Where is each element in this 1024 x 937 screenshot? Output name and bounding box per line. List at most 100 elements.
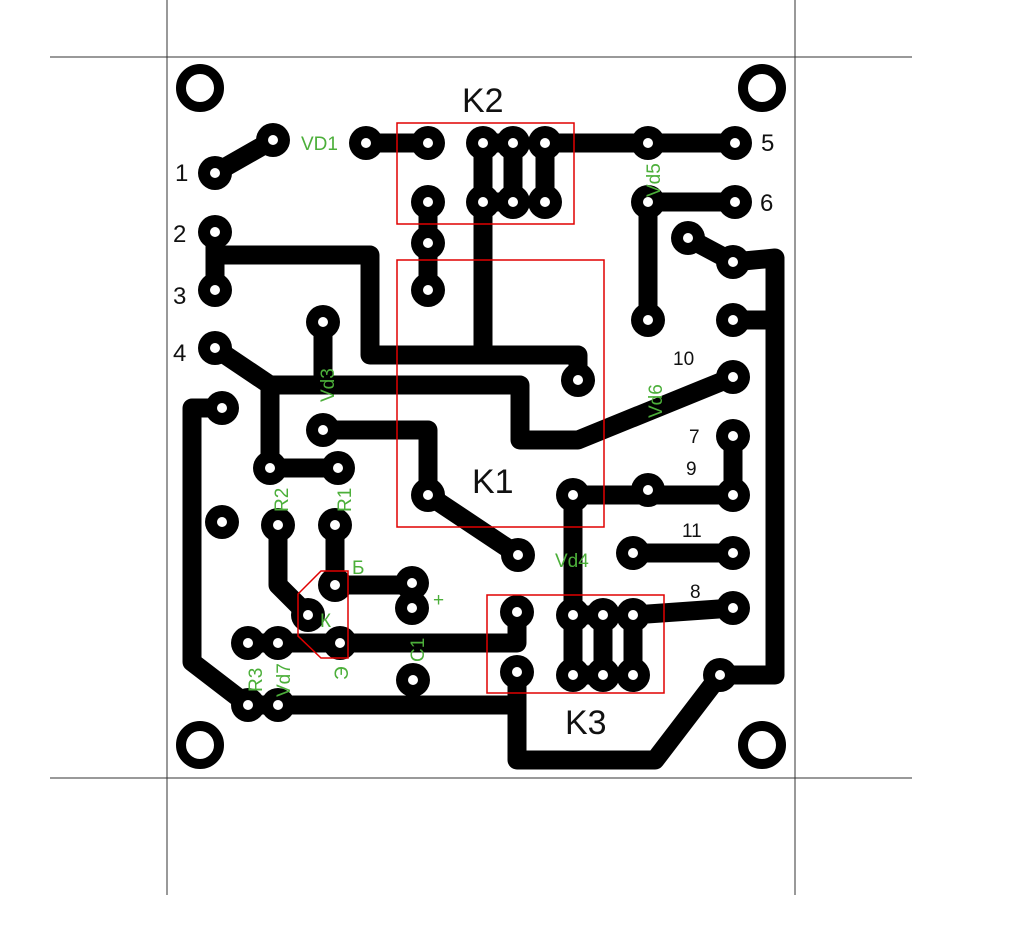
drill-hole [243,700,253,710]
pad [395,591,429,625]
pad [716,245,750,279]
drill-hole [512,667,522,677]
pad [496,185,530,219]
drill-hole [508,138,518,148]
relay-k3-outline [486,594,665,694]
pad [205,391,239,425]
drill-hole [407,603,417,613]
pad [556,598,590,632]
drill-hole [318,317,328,327]
drill-hole [210,343,220,353]
pad [253,451,287,485]
pad [198,156,232,190]
pin-label-6: 6 [760,190,773,217]
pad [500,655,534,689]
pad [716,536,750,570]
pad [500,595,534,629]
pad [231,688,265,722]
pad [261,688,295,722]
pad [716,360,750,394]
pad [716,303,750,337]
pad [631,473,665,507]
pad [528,126,562,160]
pad [718,185,752,219]
pin-label-4: 4 [173,340,186,367]
pad [321,451,355,485]
ref-r3: R3 [246,668,267,692]
pad [631,185,665,219]
relay-k1-outline [396,259,605,528]
pad [396,663,430,697]
pad [256,123,290,157]
pad [716,591,750,625]
pad [616,536,650,570]
ref-c1: C1 [408,638,429,662]
ref-r1: R1 [335,488,356,512]
pads [198,123,752,722]
drill-hole [423,197,433,207]
transistor-outline [297,570,349,659]
drill-hole [728,431,738,441]
mounting-holes [176,64,786,769]
drill-hole [643,315,653,325]
pad [716,419,750,453]
pad [261,508,295,542]
mounting-hole [176,64,224,112]
ref-emitter: Э [332,666,353,680]
pad [198,215,232,249]
mounting-hole [738,64,786,112]
pad [496,126,530,160]
drill-hole [728,490,738,500]
drill-hole [512,607,522,617]
drill-hole [423,238,433,248]
pin-label-5: 5 [761,130,774,157]
ref-vd6: Vd6 [646,384,667,418]
drill-hole [728,603,738,613]
pad [411,226,445,260]
drill-hole [643,485,653,495]
pad [411,185,445,219]
drill-hole [318,425,328,435]
drill-hole [303,610,313,620]
pad [631,126,665,160]
drill-hole [330,520,340,530]
pin-label-8: 8 [690,582,701,603]
drill-hole [273,700,283,710]
pad [528,185,562,219]
pad [318,568,352,602]
drill-hole [268,135,278,145]
relay-k1-label: K1 [472,463,514,501]
pad [561,363,595,397]
drill-hole [728,257,738,267]
drill-hole [407,578,417,588]
drill-hole [333,463,343,473]
pad [671,221,705,255]
drill-hole [540,197,550,207]
pad [205,505,239,539]
pad [718,126,752,160]
pin-label-9: 9 [686,459,697,480]
drill-hole [683,233,693,243]
drill-hole [628,548,638,558]
pad [703,658,737,692]
drill-hole [730,138,740,148]
pad [501,538,535,572]
drill-hole [573,375,583,385]
drill-hole [643,197,653,207]
pad [198,331,232,365]
pad [556,478,590,512]
relay-k3-label: K3 [565,704,607,742]
pin-label-7: 7 [689,427,700,448]
drill-hole [478,138,488,148]
drill-hole [628,610,638,620]
drill-hole [598,610,608,620]
drill-hole [361,138,371,148]
ref-vd7: Vd7 [274,663,295,697]
drill-hole [730,197,740,207]
board-frame [50,0,912,895]
pad [586,658,620,692]
pad [395,566,429,600]
drill-hole [628,670,638,680]
pad [616,598,650,632]
